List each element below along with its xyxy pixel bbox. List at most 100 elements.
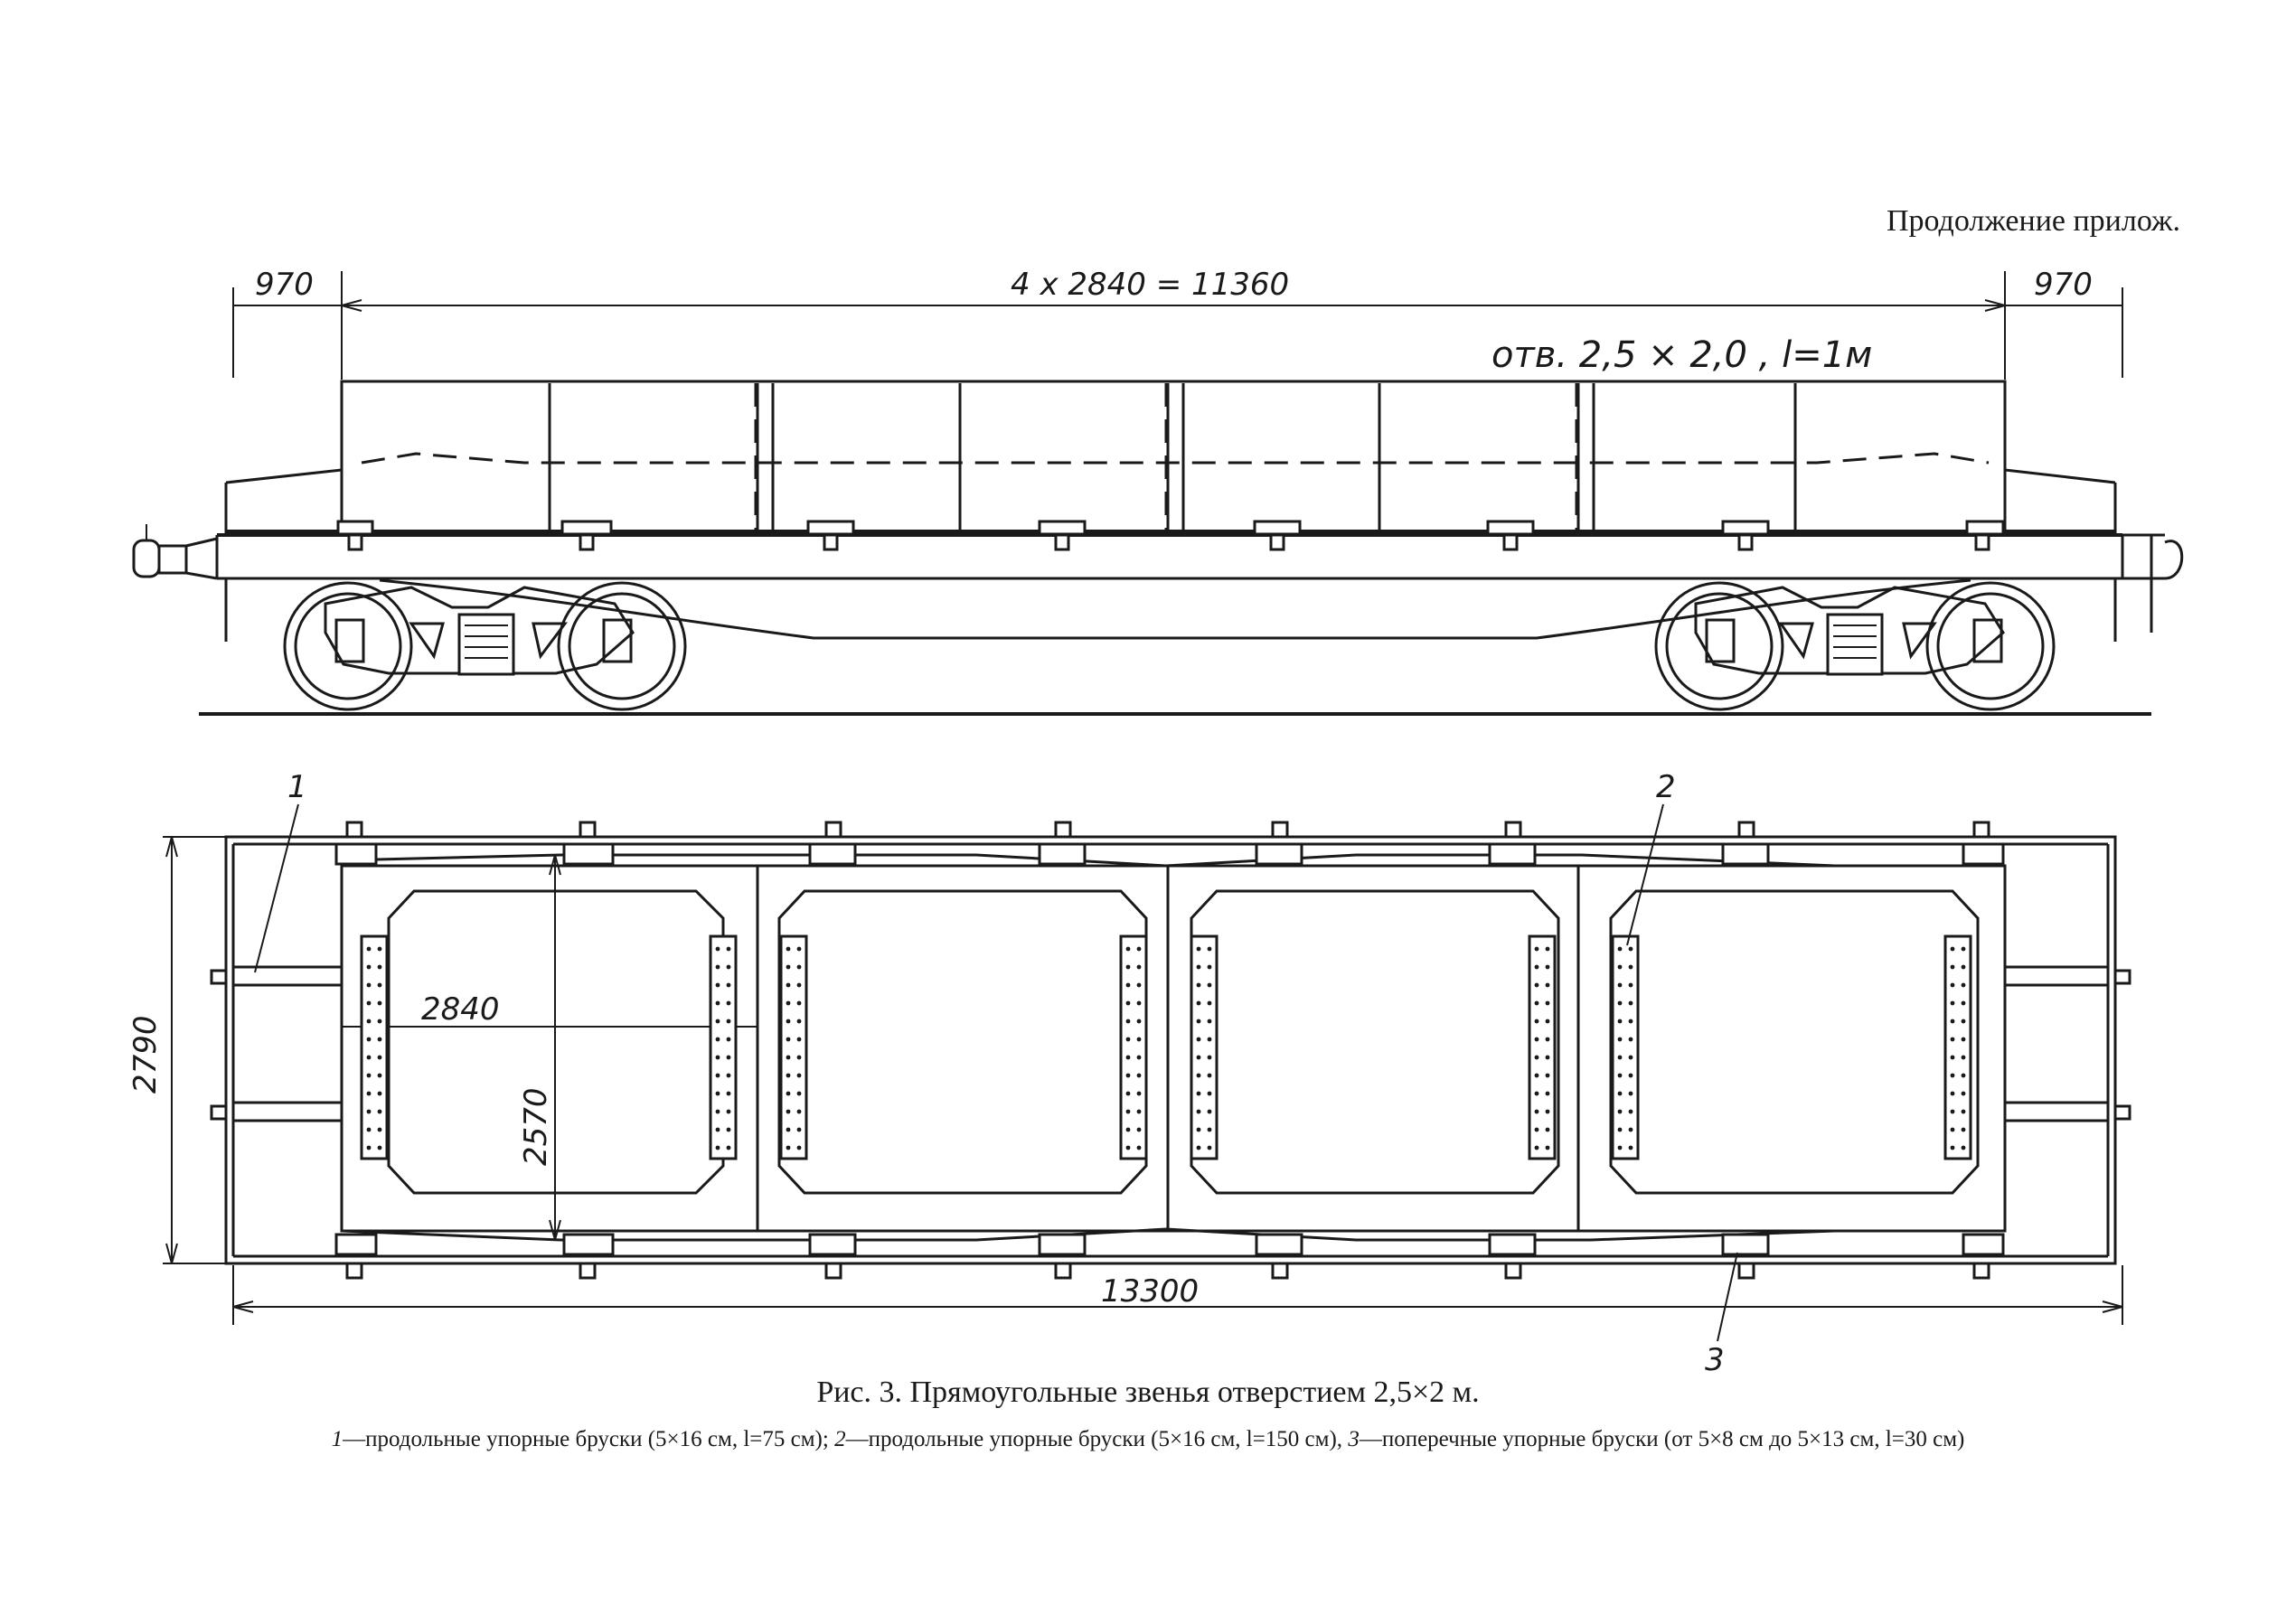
platform-deck — [215, 468, 2184, 642]
nail-dot — [1534, 1091, 1539, 1096]
nail-dot — [1196, 1073, 1201, 1078]
nail-dot — [715, 1073, 720, 1078]
nail-dot — [1136, 946, 1142, 952]
nail-dot — [1617, 982, 1623, 988]
nail-dot — [715, 1019, 720, 1024]
nail-dot — [1628, 982, 1633, 988]
nail-dot — [796, 1109, 802, 1114]
nail-dot — [726, 982, 731, 988]
nail-dot — [1196, 1037, 1201, 1042]
nail-dot — [1196, 1055, 1201, 1060]
nail-dot — [715, 964, 720, 970]
nail-dot — [1545, 982, 1550, 988]
nail-dot — [1136, 1055, 1142, 1060]
nail-dot — [366, 1055, 372, 1060]
legend-2-number: 2 — [834, 1427, 846, 1451]
nail-dot — [1136, 1073, 1142, 1078]
legend-1-text: —продольные упорные бруски (5×16 см, l=7… — [343, 1427, 829, 1451]
nail-dot — [1207, 964, 1212, 970]
nail-dot — [1628, 1109, 1633, 1114]
nail-dot — [1950, 964, 1955, 970]
nail-dot — [786, 1109, 791, 1114]
links-block — [340, 864, 2007, 1233]
nail-dot — [786, 946, 791, 952]
nail-dot — [796, 1127, 802, 1132]
nail-dot — [726, 1055, 731, 1060]
nail-dot — [1950, 1055, 1955, 1060]
longitudinal-bars-short — [210, 965, 2131, 1122]
nail-dot — [786, 1055, 791, 1060]
callout-3-leader — [1717, 1252, 1738, 1342]
nail-dot — [1125, 1127, 1131, 1132]
nail-dot — [1207, 982, 1212, 988]
nail-dot — [715, 1091, 720, 1096]
nail-dot — [1545, 1145, 1550, 1150]
nail-dot — [1961, 1145, 1966, 1150]
legend-3-text: —поперечные упорные бруски (от 5×8 см до… — [1359, 1427, 1965, 1451]
nail-dot — [1545, 1127, 1550, 1132]
nail-dot — [377, 982, 382, 988]
nail-dot — [1961, 1127, 1966, 1132]
nail-dot — [796, 1145, 802, 1150]
nail-dot — [1617, 1055, 1623, 1060]
nail-dot — [1628, 1019, 1633, 1024]
nail-dot — [1196, 1145, 1201, 1150]
platform-outline — [224, 835, 2117, 1265]
deck-stake-pockets — [336, 520, 2005, 551]
nail-dot — [796, 1000, 802, 1006]
nail-dot — [796, 1091, 802, 1096]
nail-dot — [377, 1091, 382, 1096]
nail-dot — [715, 1000, 720, 1006]
nail-dot — [377, 946, 382, 952]
nail-dot — [1136, 1127, 1142, 1132]
nail-dot — [1545, 1037, 1550, 1042]
nail-dot — [715, 1037, 720, 1042]
nail-dot — [786, 982, 791, 988]
figure-caption-title: Рис. 3. Прямоугольные звенья отверстием … — [816, 1376, 1480, 1409]
legend-3-number: 3 — [1348, 1427, 1360, 1451]
nail-dot — [1950, 982, 1955, 988]
nail-dot — [1125, 1109, 1131, 1114]
nail-dot — [1545, 946, 1550, 952]
nail-dot — [1207, 1073, 1212, 1078]
nail-dot — [1617, 1000, 1623, 1006]
nail-dot — [1125, 1000, 1131, 1006]
nail-dot — [1617, 1091, 1623, 1096]
nail-dot — [377, 1037, 382, 1042]
callout-2: 2 — [1656, 769, 1676, 805]
nail-dot — [726, 1019, 731, 1024]
nail-dot — [796, 1055, 802, 1060]
bogie-left — [283, 581, 687, 711]
nail-dot — [1207, 1055, 1212, 1060]
nail-dot — [1950, 1127, 1955, 1132]
nail-dot — [1534, 1145, 1539, 1150]
dim-13300: 13300 — [1101, 1273, 1199, 1310]
nail-dot — [377, 1109, 382, 1114]
nail-dot — [1534, 964, 1539, 970]
nail-dot — [366, 1073, 372, 1078]
nail-dot — [377, 1000, 382, 1006]
dim-2570-line — [549, 854, 561, 1241]
transverse-bars — [334, 821, 2005, 1280]
nail-dot — [1207, 946, 1212, 952]
nail-dot — [1961, 946, 1966, 952]
nail-dot — [1628, 946, 1633, 952]
nail-dot — [1617, 1145, 1623, 1150]
nail-dot — [796, 1019, 802, 1024]
nail-dot — [1545, 964, 1550, 970]
nail-dot — [1628, 1091, 1633, 1096]
opening-note: отв. 2,5 × 2,0 , l=1м — [1491, 334, 1872, 376]
nail-dot — [366, 964, 372, 970]
nail-dot — [1950, 1073, 1955, 1078]
callout-1-leader — [254, 803, 299, 973]
nail-dot — [1950, 946, 1955, 952]
nail-dot — [1207, 1019, 1212, 1024]
nail-dot — [786, 1000, 791, 1006]
nail-dot — [726, 1109, 731, 1114]
nail-dot — [377, 1127, 382, 1132]
nail-dot — [786, 1145, 791, 1150]
dim-13300-line — [232, 1265, 2123, 1325]
nail-dot — [1534, 1073, 1539, 1078]
nail-dot — [1136, 1109, 1142, 1114]
nail-dot — [366, 1109, 372, 1114]
